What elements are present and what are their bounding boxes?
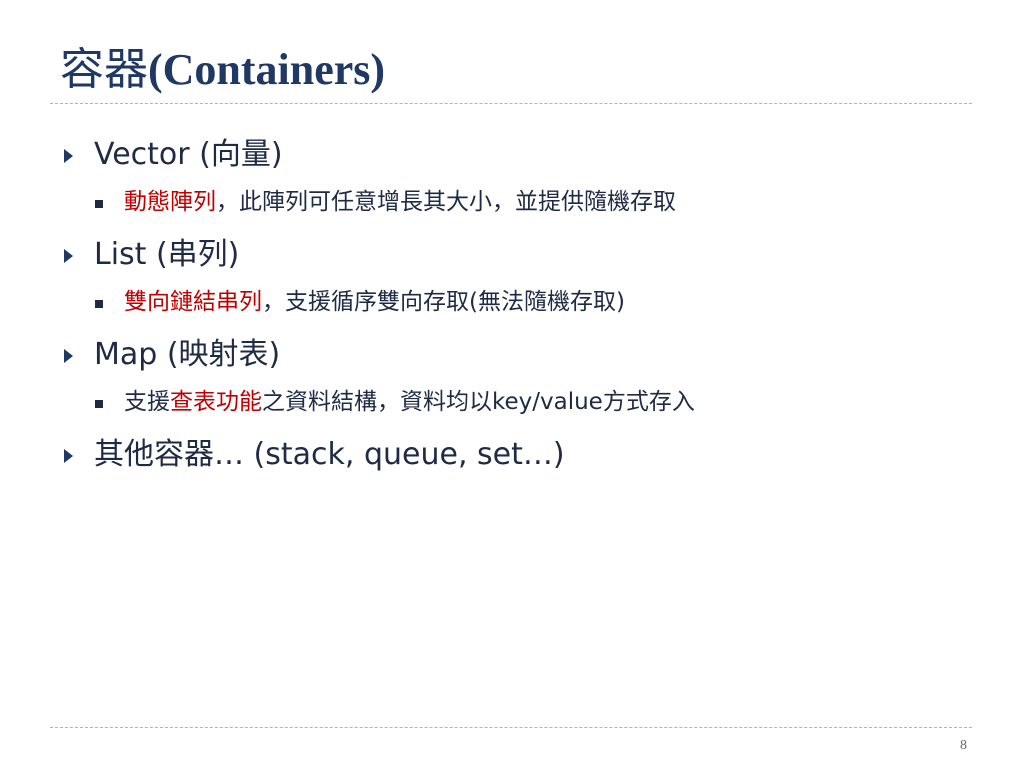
square-bullet-icon [95, 200, 103, 208]
sub-bullet-text: ，此陣列可任意增長其大小，並提供隨機存取 [216, 189, 676, 215]
bullet-label: 其他容器… (stack, queue, set…) [94, 437, 565, 472]
sub-bullet-list: 雙向鏈結串列，支援循序雙向存取(無法隨機存取) [62, 277, 962, 327]
slide-title: 容器(Containers) [60, 40, 385, 100]
bullet-label: Map (映射表) [94, 337, 281, 372]
top-divider [50, 103, 972, 104]
bottom-divider [50, 727, 972, 728]
title-cjk: 容器 [60, 44, 148, 95]
sub-bullet-text: ，支援循序雙向存取(無法隨機存取) [262, 289, 625, 315]
triangle-bullet-icon [64, 249, 73, 263]
highlight-text: 動態陣列 [124, 189, 216, 215]
sub-bullet-map: 支援查表功能之資料結構，資料均以key/value方式存入 [62, 377, 962, 427]
bullet-list: Vector (向量) 動態陣列，此陣列可任意增長其大小，並提供隨機存取 Lis… [62, 133, 962, 477]
triangle-bullet-icon [64, 149, 73, 163]
page-number: 8 [960, 738, 967, 753]
sub-bullet-text: 之資料結構，資料均以key/value方式存入 [262, 389, 695, 415]
sub-bullet-prefix: 支援 [124, 389, 170, 415]
bullet-label: List (串列) [94, 237, 240, 272]
bullet-vector: Vector (向量) [62, 133, 962, 177]
title-latin: (Containers) [148, 45, 386, 94]
bullet-other-containers: 其他容器… (stack, queue, set…) [62, 433, 962, 477]
highlight-text: 查表功能 [170, 389, 262, 415]
square-bullet-icon [95, 400, 103, 408]
triangle-bullet-icon [64, 449, 73, 463]
triangle-bullet-icon [64, 349, 73, 363]
highlight-text: 雙向鏈結串列 [124, 289, 262, 315]
bullet-map: Map (映射表) [62, 333, 962, 377]
bullet-label: Vector (向量) [94, 137, 283, 172]
sub-bullet-vector: 動態陣列，此陣列可任意增長其大小，並提供隨機存取 [62, 177, 962, 227]
bullet-list-item: List (串列) [62, 233, 962, 277]
square-bullet-icon [95, 300, 103, 308]
